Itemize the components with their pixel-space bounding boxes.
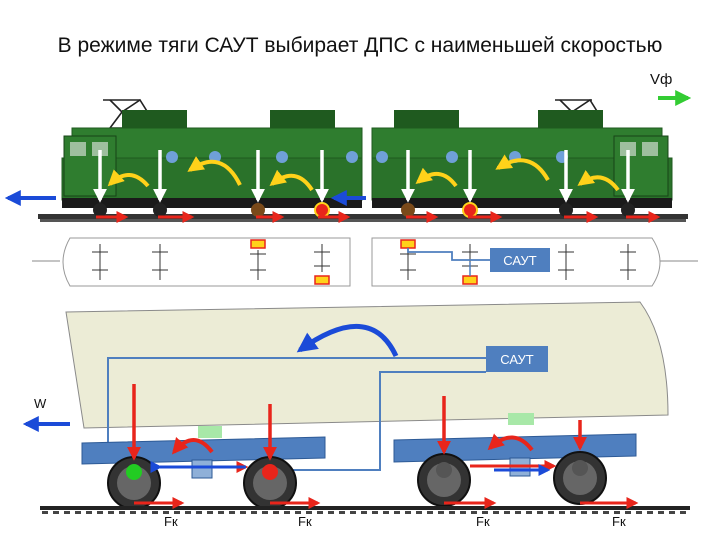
sleeper <box>42 511 48 514</box>
wheel-1-sensor <box>126 464 142 480</box>
locomotive-illustration: Vф <box>4 71 692 223</box>
wheel-link-arrows <box>150 460 557 476</box>
sleeper <box>75 511 81 514</box>
saut-box-bottom <box>486 346 548 372</box>
bogie-left <box>81 436 326 510</box>
sleeper <box>636 511 642 514</box>
sleeper <box>394 511 400 514</box>
sleeper <box>251 511 257 514</box>
sleeper <box>559 511 565 514</box>
sleeper <box>207 511 213 514</box>
sleeper <box>471 511 477 514</box>
sleeper <box>482 511 488 514</box>
sleeper <box>350 511 356 514</box>
traction-label-4: Fк <box>612 514 626 529</box>
sleeper <box>141 511 147 514</box>
sleeper <box>273 511 279 514</box>
sleeper <box>53 511 59 514</box>
sleeper <box>614 511 620 514</box>
sensor-link-top <box>407 248 490 261</box>
body-rotation-arrow <box>296 324 399 358</box>
traction-label-1: Fк <box>164 514 178 529</box>
sleeper <box>284 511 290 514</box>
saut-box-bottom-label: САУТ <box>500 352 533 367</box>
sleeper <box>493 511 499 514</box>
resistance-label: W <box>34 396 47 411</box>
car-body <box>65 301 669 429</box>
bottom-sleepers <box>42 511 686 514</box>
sleeper <box>405 511 411 514</box>
saut-box-top-label: САУТ <box>503 253 536 268</box>
sleeper <box>174 511 180 514</box>
loco-section-right <box>371 110 673 208</box>
saut-wire-left <box>107 357 486 462</box>
sleeper <box>229 511 235 514</box>
wheel-rotation-arrows <box>171 433 534 455</box>
top-rail <box>38 214 688 219</box>
sleeper <box>449 511 455 514</box>
saut-wire-right <box>272 371 486 471</box>
load-arrows-bottom <box>127 384 587 461</box>
saut-box-top <box>490 248 550 272</box>
sleeper <box>372 511 378 514</box>
sleeper <box>658 511 664 514</box>
load-arrows-top <box>93 150 635 203</box>
sleeper <box>427 511 433 514</box>
sleeper <box>108 511 114 514</box>
sleeper <box>86 511 92 514</box>
sleeper <box>515 511 521 514</box>
top-sleepers <box>40 219 686 222</box>
springs <box>198 413 534 438</box>
sleeper <box>262 511 268 514</box>
velocity-label: Vф <box>650 71 672 88</box>
traction-label-2: Fк <box>298 514 312 529</box>
sleeper <box>680 511 686 514</box>
slide-title: В режиме тяги САУТ выбирает ДПС с наимен… <box>57 34 663 57</box>
sleeper <box>97 511 103 514</box>
sleeper <box>537 511 543 514</box>
sleeper <box>526 511 532 514</box>
detailed-view: САУТ W <box>22 301 690 529</box>
sleeper <box>383 511 389 514</box>
sleeper <box>185 511 191 514</box>
sleeper <box>669 511 675 514</box>
sleeper <box>548 511 554 514</box>
plan-section-left <box>62 237 351 287</box>
wheel-2-sensor <box>262 464 278 480</box>
sleeper <box>218 511 224 514</box>
sleeper <box>328 511 334 514</box>
sleeper <box>339 511 345 514</box>
sleeper <box>163 511 169 514</box>
sleeper <box>647 511 653 514</box>
yellow-rotation-arrows <box>107 154 620 192</box>
speed-sensors-plan <box>250 239 478 285</box>
sleeper <box>603 511 609 514</box>
sleeper <box>504 511 510 514</box>
sleeper <box>64 511 70 514</box>
sleeper <box>581 511 587 514</box>
sleeper <box>625 511 631 514</box>
sleeper <box>152 511 158 514</box>
sleeper <box>295 511 301 514</box>
top-wheels <box>93 202 635 218</box>
bottom-rail <box>40 506 690 510</box>
sleeper <box>317 511 323 514</box>
schematic-plan: САУТ <box>32 237 698 287</box>
sleeper <box>592 511 598 514</box>
sleeper <box>361 511 367 514</box>
sleeper <box>460 511 466 514</box>
sleeper <box>570 511 576 514</box>
loco-section-left <box>61 110 363 208</box>
sleeper <box>119 511 125 514</box>
sleeper <box>306 511 312 514</box>
sleeper <box>130 511 136 514</box>
sleeper <box>438 511 444 514</box>
sleeper <box>416 511 422 514</box>
traction-label-3: Fк <box>476 514 490 529</box>
sleeper <box>196 511 202 514</box>
sleeper <box>240 511 246 514</box>
